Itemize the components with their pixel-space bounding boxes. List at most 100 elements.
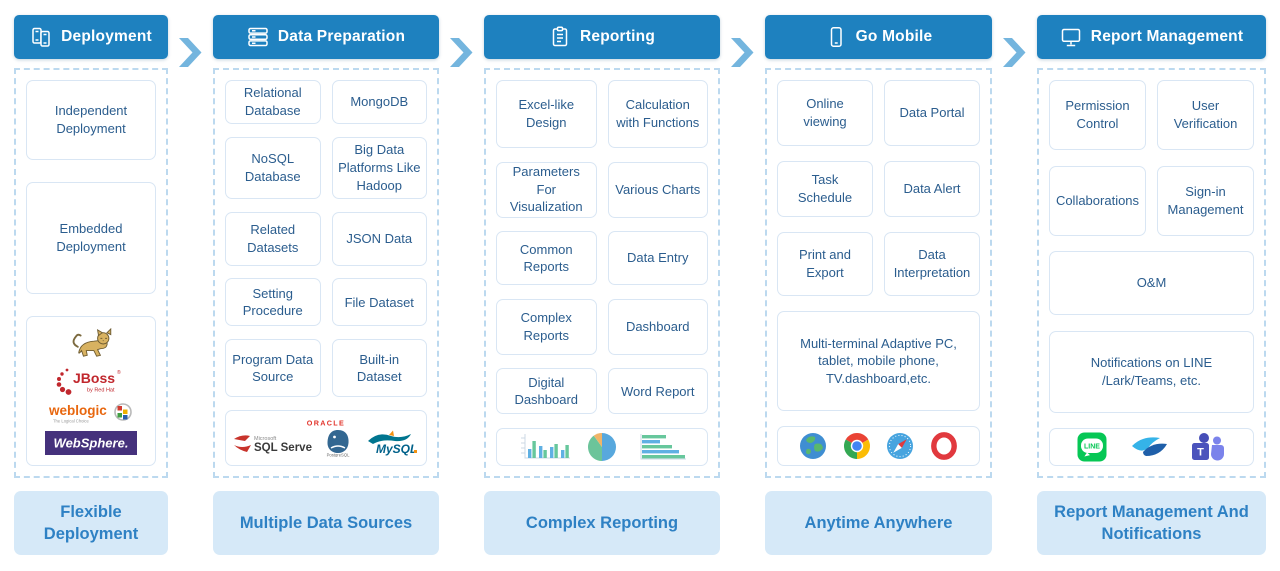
multi-terminal-card: Multi-terminal Adaptive PC, tablet, mobi… [777,311,980,411]
feature-card: File Dataset [331,278,427,327]
feature-card: Dashboard [607,298,708,355]
feature-card: Parameters For Visualization [496,161,597,218]
report-management-header: Report Management [1037,15,1266,59]
svg-text:SQL Server: SQL Server [254,442,312,454]
feature-card: Sign-in Management [1157,165,1254,236]
feature-card: Permission Control [1049,80,1146,150]
svg-text:®: ® [117,369,121,376]
go-mobile-header: Go Mobile [765,15,992,59]
feature-card: Setting Procedure [225,278,321,327]
svg-text:weblogic: weblogic [48,403,107,418]
svg-text:The Logical Choice: The Logical Choice [53,418,90,423]
svg-text:T: T [1197,447,1204,459]
pie-chart-icon [587,432,616,461]
svg-text:JBoss: JBoss [73,370,115,386]
smartphone-icon [830,27,842,47]
clipboard-icon [552,26,568,47]
column-go-mobile: Go Mobile Online viewing Data Portal Tas… [765,15,992,555]
globe-browser-icon [799,433,826,459]
svg-text:by Red Hat: by Red Hat [87,387,115,393]
weblogic-logo-icon: weblogic The Logical Choice [48,403,132,423]
feature-card: JSON Data [331,211,427,266]
separator [992,15,1037,67]
feature-card: Collaborations [1049,165,1146,236]
postgresql-logo-icon: PostgreSQL [327,429,350,457]
feature-card: Embedded Deployment [26,182,156,294]
feature-card: Related Datasets [225,211,321,266]
feature-card: MongoDB [331,80,427,124]
header-label: Reporting [580,28,655,45]
mysql-logo-icon: MySQL [368,430,417,456]
deployment-footer: Flexible Deployment [14,491,168,555]
feature-card: Various Charts [607,161,708,218]
data-preparation-footer: Multiple Data Sources [213,491,439,555]
feature-card: Independent Deployment [26,80,156,160]
monitor-icon [1061,28,1081,47]
report-management-panel: Permission Control User Verification Col… [1037,68,1266,478]
feature-diagram: Deployment Independent Deployment Embedd… [14,15,1266,555]
grouped-bar-chart-icon [521,433,570,459]
feature-card: Data Alert [884,161,980,217]
opera-browser-icon [931,432,958,460]
column-data-preparation: Data Preparation Relational Database Mon… [213,15,439,555]
separator [168,15,213,67]
feature-card: Data Interpretation [884,232,980,296]
data-preparation-header: Data Preparation [213,15,439,59]
report-management-footer: Report Management And Notifications [1037,491,1266,555]
column-deployment: Deployment Independent Deployment Embedd… [14,15,168,555]
svg-text:ORACLE: ORACLE [307,419,345,427]
feature-card: Common Reports [496,231,597,286]
go-mobile-panel: Online viewing Data Portal Task Schedule… [765,68,992,478]
teams-app-icon: T [1192,433,1225,461]
reporting-header: Reporting [484,15,720,59]
feature-card: Print and Export [777,232,873,296]
tomcat-logo-icon [72,327,112,357]
chevron-right-icon [179,38,202,67]
reporting-footer: Complex Reporting [484,491,720,555]
chart-samples-card [496,427,708,466]
svg-text:LINE: LINE [1084,444,1100,451]
line-app-icon: LINE [1077,432,1107,462]
chevron-right-icon [1003,38,1026,67]
svg-text:Microsoft: Microsoft [254,436,277,442]
database-logos-card: ORACLE Microsoft SQL Server PostgreSQL [225,409,427,466]
feature-card: Built-in Dataset [331,339,427,398]
database-stack-icon [248,27,268,47]
separator [720,15,765,67]
websphere-logo-icon: WebSphere. [45,430,137,455]
jboss-logo-icon: JBoss ® by Red Hat [56,368,121,395]
feature-card: Calculation with Functions [607,80,708,148]
chrome-browser-icon [843,432,870,459]
oracle-logo-icon: ORACLE [307,419,345,427]
svg-text:MySQL: MySQL [376,442,417,456]
browser-icons-card [777,426,980,466]
feature-card: Online viewing [777,80,873,146]
svg-text:WebSphere.: WebSphere. [54,435,129,450]
header-label: Go Mobile [855,28,933,45]
go-mobile-footer: Anytime Anywhere [765,491,992,555]
deployment-header: Deployment [14,15,168,59]
header-label: Report Management [1090,28,1244,45]
feature-card: Data Entry [607,231,708,286]
separator [439,15,484,67]
deployment-servers-icon [32,27,50,47]
feature-card: User Verification [1157,80,1254,150]
feature-card: Program Data Source [225,339,321,398]
messenger-icons-card: LINE T [1049,428,1254,466]
feature-card: Digital Dashboard [496,368,597,415]
deployment-logos-card: JBoss ® by Red Hat weblogic The Logical … [26,316,156,466]
header-label: Deployment [61,28,152,45]
header-label: Data Preparation [277,28,406,45]
feature-card: Relational Database [225,80,321,124]
deployment-panel: Independent Deployment Embedded Deployme… [14,68,168,478]
sql-server-logo-icon: Microsoft SQL Server [234,435,312,454]
feature-card: O&M [1049,251,1254,315]
column-report-management: Report Management Permission Control Use… [1037,15,1266,555]
feature-card: Excel-like Design [496,80,597,148]
feature-card: Data Portal [884,80,980,146]
lark-app-icon [1131,437,1167,456]
chevron-right-icon [450,38,473,67]
feature-card: Notifications on LINE /Lark/Teams, etc. [1049,330,1254,413]
chevron-right-icon [731,38,754,67]
feature-card: Big Data Platforms Like Hadoop [331,136,427,199]
